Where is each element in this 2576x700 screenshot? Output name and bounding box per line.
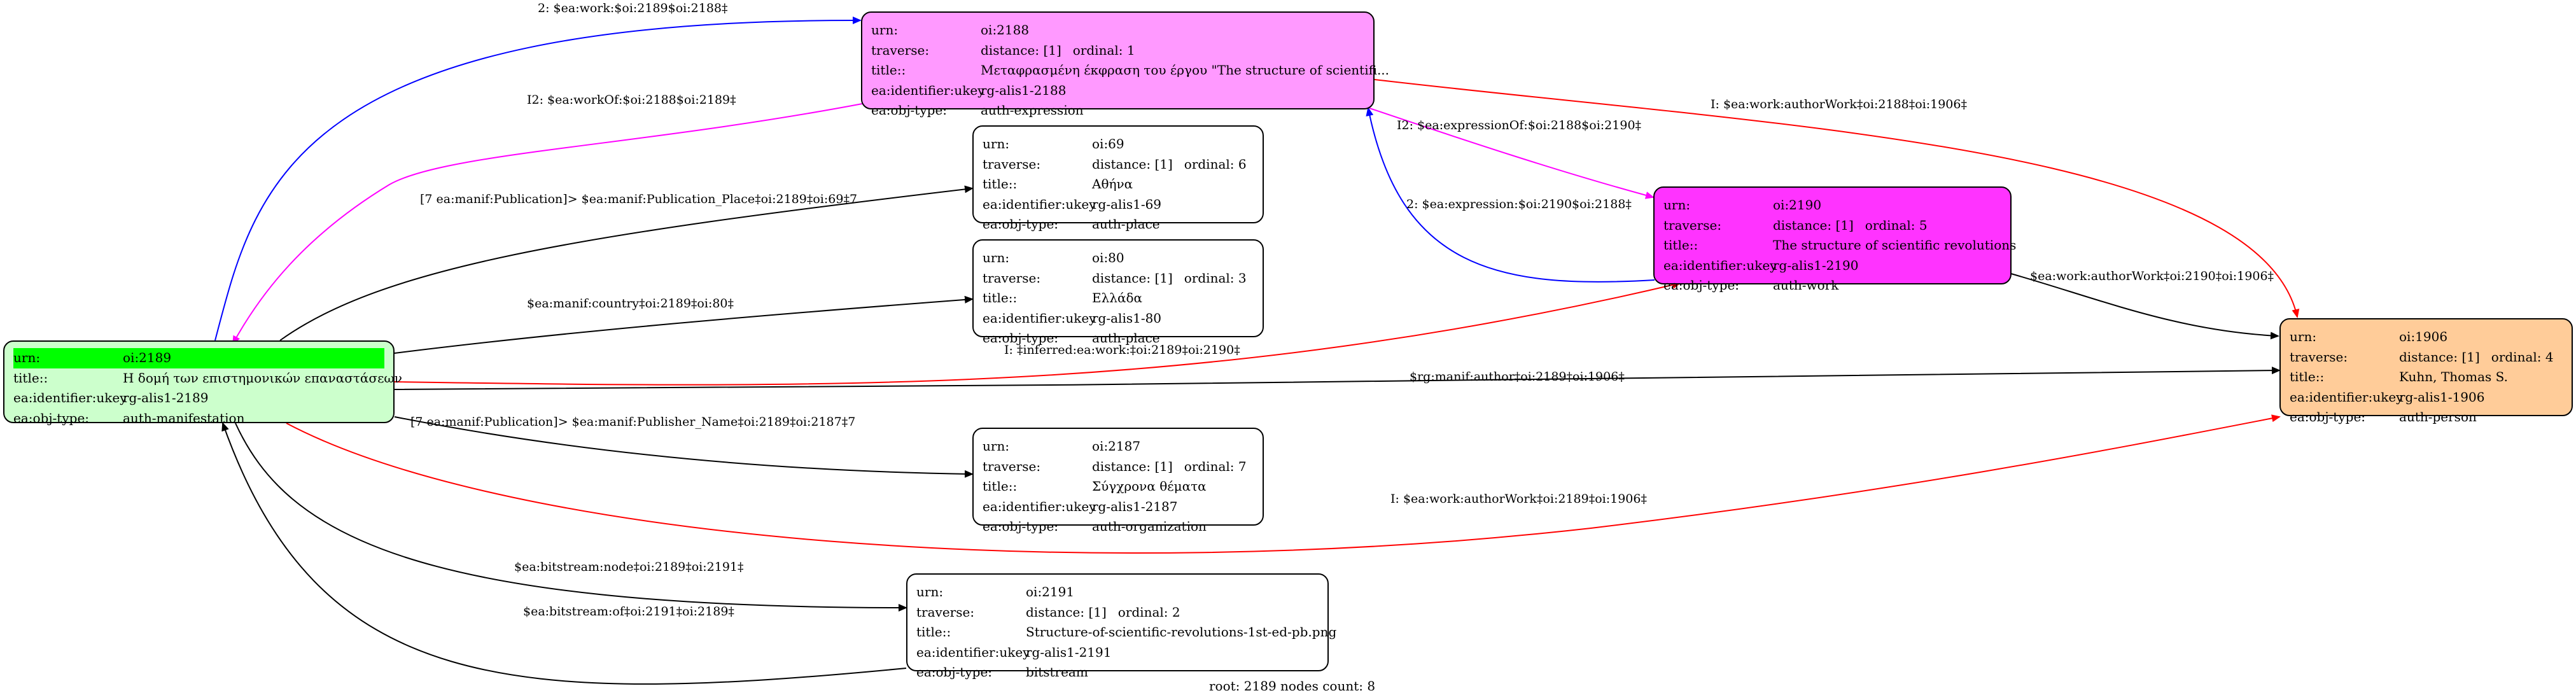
- node-row: urn:oi:2190: [1663, 197, 1822, 213]
- edge-label-country: $ea:manif:country‡oi:2189‡oi:80‡: [527, 297, 734, 311]
- node-row: title::Αθήνα: [983, 176, 1133, 192]
- node-1906[interactable]: urn:oi:1906 traverse:distance: [1]ordina…: [2279, 318, 2573, 424]
- edge-expression-2190-2188: [1366, 107, 1655, 283]
- node-2188[interactable]: urn:oi:2188 traverse:distance: [1]ordina…: [861, 11, 1390, 118]
- node-row: ea:obj-type:auth-expression: [871, 102, 1084, 118]
- edge-label-authorwork-2189-1906: I: $ea:work:authorWork‡oi:2189‡oi:1906‡: [1390, 492, 1647, 506]
- node-row: title::Kuhn, Thomas S.: [2290, 369, 2508, 384]
- edge-label-authorwork-2188-1906: I: $ea:work:authorWork‡oi:2188‡oi:1906‡: [1711, 97, 1967, 111]
- graph-footer: root: 2189 nodes count: 8: [1209, 678, 1376, 694]
- node-row: ea:obj-type:auth-manifestation: [13, 410, 245, 426]
- node-row: title::Structure-of-scientific-revolutio…: [916, 624, 1337, 640]
- edge-authorwork-2189-1906: [286, 414, 2281, 554]
- edge-label-publication-place: [7 ea:manif:Publication]> $ea:manif:Publ…: [420, 192, 858, 206]
- node-2189-root[interactable]: urn:oi:2189 title::Η δομή των επιστημονι…: [3, 340, 402, 426]
- edge-country-2189-80: [394, 295, 974, 354]
- edge-label-work-2189-2188: 2: $ea:work:$oi:2189$oi:2188‡: [538, 1, 728, 15]
- edge-publication-place-2189-69: [279, 185, 974, 341]
- edge-label-publisher-name: [7 ea:manif:Publication]> $ea:manif:Publ…: [410, 415, 856, 429]
- edge-publisher-2189-2187: [394, 416, 974, 478]
- node-row: ea:obj-type:auth-person: [2290, 409, 2477, 424]
- node-row: traverse:distance: [1]ordinal: 6: [983, 156, 1247, 172]
- edge-authorwork-2190-1906: [2010, 273, 2279, 340]
- edge-label-bitstream-node: $ea:bitstream:node‡oi:2189‡oi:2191‡: [514, 560, 744, 574]
- node-row: traverse:distance: [1]ordinal: 2: [916, 604, 1180, 620]
- edge-bitstream-of-2191-2189: [221, 422, 907, 685]
- node-row: title::Μεταφρασμένη έκφραση του έργου "T…: [871, 62, 1390, 78]
- edge-manif-author-2189-1906: [394, 367, 2281, 390]
- node-row: ea:obj-type:bitstream: [916, 664, 1088, 680]
- node-row: urn:oi:80: [983, 250, 1124, 265]
- node-row: urn:oi:2191: [916, 584, 1075, 599]
- node-row: ea:obj-type:auth-work: [1663, 277, 1839, 293]
- node-row: title::Η δομή των επιστημονικών επαναστά…: [13, 370, 402, 386]
- edge-label-expressionof-2188-2190: I2: $ea:expressionOf:$oi:2188$oi:2190‡: [1397, 118, 1642, 132]
- node-row: urn:oi:69: [983, 136, 1124, 151]
- node-row: urn:oi:2188: [871, 22, 1030, 38]
- edge-authorwork-2188-1906: [1374, 79, 2300, 318]
- edge-expressionof-2188-2190: [1369, 108, 1655, 199]
- node-80[interactable]: urn:oi:80 traverse:distance: [1]ordinal:…: [972, 239, 1264, 346]
- node-row: title::Ελλάδα: [983, 290, 1143, 305]
- node-row: title::Σύγχρονα θέματα: [983, 479, 1207, 494]
- node-row: ea:obj-type:auth-place: [983, 216, 1160, 232]
- node-2187[interactable]: urn:oi:2187 traverse:distance: [1]ordina…: [972, 428, 1264, 534]
- node-row: traverse:distance: [1]ordinal: 1: [871, 42, 1135, 58]
- edge-label-bitstream-of: $ea:bitstream:of‡oi:2191‡oi:2189‡: [523, 605, 734, 619]
- edge-bitstream-node-2189-2191: [235, 423, 907, 612]
- node-row: traverse:distance: [1]ordinal: 7: [983, 458, 1247, 474]
- node-2190[interactable]: urn:oi:2190 traverse:distance: [1]ordina…: [1653, 186, 2017, 293]
- node-row: urn:oi:1906: [2290, 329, 2448, 344]
- edge-workof-2188-2189: [232, 103, 863, 345]
- node-row: traverse:distance: [1]ordinal: 3: [983, 270, 1247, 286]
- edge-label-manif-author: $rg:manif:author‡oi:2189‡oi:1906‡: [1410, 370, 1625, 384]
- edge-work-2189-2188: [214, 16, 862, 341]
- edge-inferred-2189-2190: [394, 281, 1681, 386]
- node-row: urn:oi:2187: [983, 438, 1141, 454]
- node-row: title::The structure of scientific revol…: [1663, 237, 2017, 253]
- node-row-highlighted: urn:oi:2189: [13, 348, 384, 368]
- node-row: ea:obj-type:auth-place: [983, 330, 1160, 346]
- node-row: traverse:distance: [1]ordinal: 4: [2290, 349, 2554, 365]
- node-row: ea:obj-type:auth-organization: [983, 519, 1207, 534]
- edge-label-authorwork-2190-1906: $ea:work:authorWork‡oi:2190‡oi:1906‡: [2030, 269, 2274, 283]
- edge-label-expression-2190-2188: 2: $ea:expression:$oi:2190$oi:2188‡: [1406, 197, 1632, 211]
- node-row: traverse:distance: [1]ordinal: 5: [1663, 217, 1928, 233]
- node-69[interactable]: urn:oi:69 traverse:distance: [1]ordinal:…: [972, 125, 1264, 232]
- edge-label-workof-2188-2189: I2: $ea:workOf:$oi:2188$oi:2189‡: [527, 93, 736, 107]
- node-2191[interactable]: urn:oi:2191 traverse:distance: [1]ordina…: [906, 573, 1337, 680]
- edge-label-inferred-work: I: ‡inferred:ea:work:‡oi:2189‡oi:2190‡: [1004, 343, 1240, 357]
